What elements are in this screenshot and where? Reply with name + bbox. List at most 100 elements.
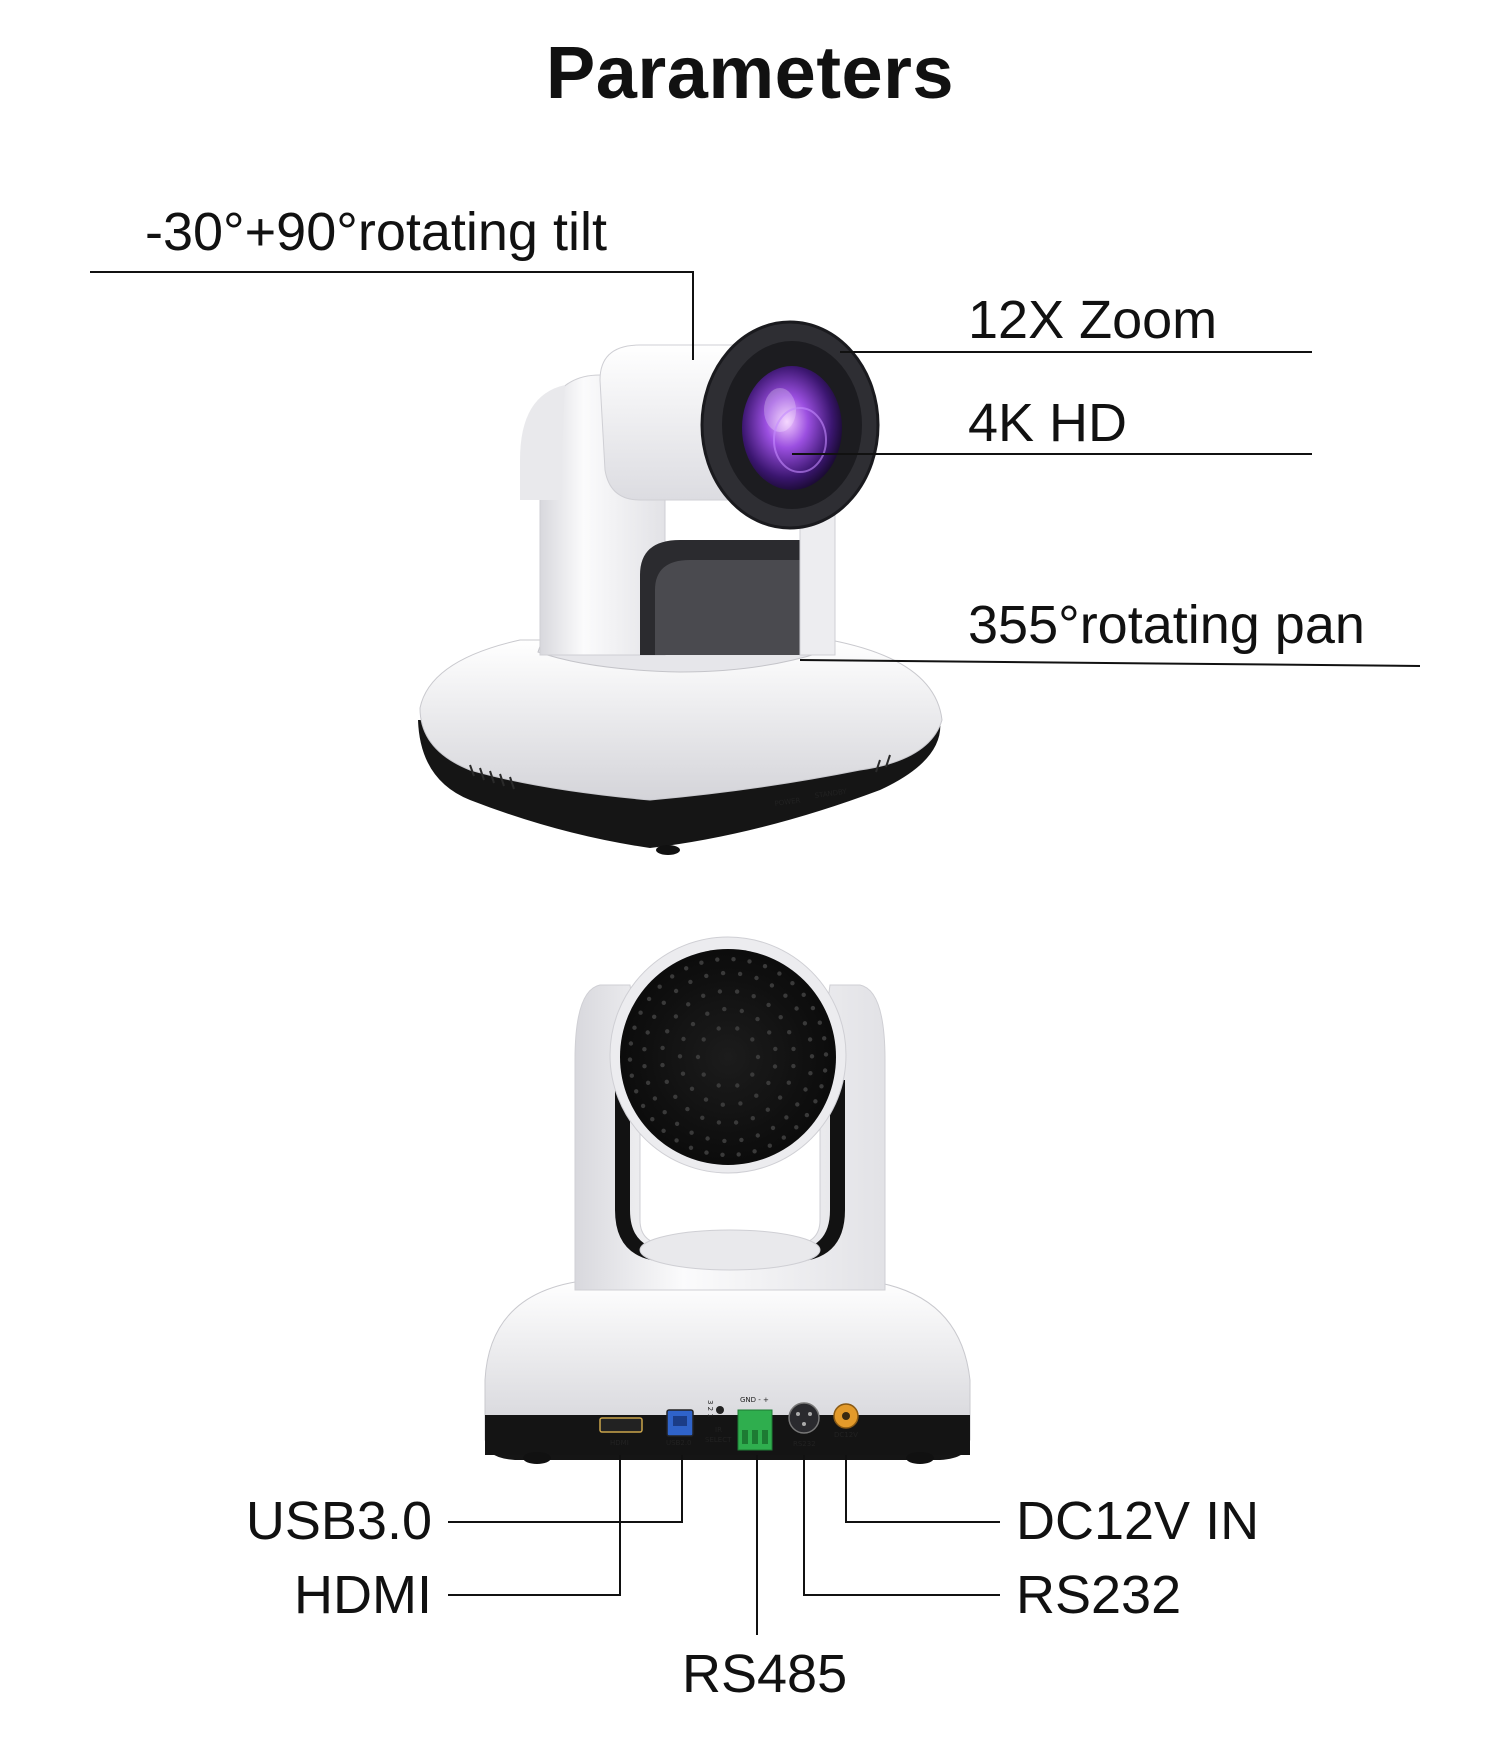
grille-dot — [810, 1005, 816, 1011]
hdmi-port-shape — [599, 1417, 643, 1433]
grille-dot — [794, 1125, 799, 1130]
grille-dot — [808, 1071, 813, 1076]
ir-label: IR — [715, 1426, 722, 1434]
grille-dot — [640, 1103, 646, 1109]
grille-dot — [674, 1138, 679, 1143]
grille-dot — [638, 1010, 643, 1015]
grille-dot — [750, 1116, 755, 1121]
rear-camera: HDMI USB2.0 3 2 1 IR SELECT GND - + RS23… — [484, 936, 971, 1464]
grille-dot — [731, 957, 736, 962]
usb-callout: USB3.0 — [245, 1491, 432, 1551]
grille-dot — [786, 1080, 791, 1085]
grille-dot — [704, 1150, 709, 1155]
grille-dot — [747, 959, 752, 964]
rs232-callout: RS232 — [1016, 1565, 1182, 1625]
rs232-port-label: RS232 — [793, 1440, 816, 1448]
grille-dot — [661, 1000, 666, 1005]
usb-port-label: USB2.0 — [666, 1439, 692, 1447]
grille-dot — [752, 1149, 757, 1154]
rear-leader-lines — [448, 1455, 1000, 1635]
grille-dot — [646, 996, 652, 1002]
lens-glass — [742, 366, 842, 490]
grille-dot — [791, 1046, 796, 1052]
grille-dot — [769, 983, 775, 988]
grille-dot — [802, 1021, 808, 1026]
grille-dot — [652, 1096, 658, 1101]
grille-dot — [735, 1026, 740, 1031]
grille-dot — [652, 1014, 657, 1019]
front-leader-lines — [90, 271, 1421, 667]
grille-dot — [642, 1064, 647, 1069]
grille-dot — [628, 1041, 634, 1046]
grille-dot — [755, 1016, 760, 1022]
grille-dot — [794, 1006, 799, 1011]
grille-dot — [739, 1137, 744, 1143]
grille-dot — [734, 989, 740, 994]
grille-dot — [750, 1037, 755, 1042]
grille-dot — [807, 1037, 813, 1042]
grille-dot — [766, 1080, 771, 1086]
grille-dot — [686, 1002, 691, 1007]
grille-dot — [629, 1073, 634, 1078]
grille-dot — [716, 1083, 721, 1088]
grille-dot — [699, 960, 704, 965]
page-title: Parameters — [545, 31, 955, 114]
dc-port-label: DC12V — [834, 1431, 858, 1439]
grille-dot — [695, 1054, 701, 1060]
grille-dot — [767, 1030, 772, 1035]
ir-digits: 3 2 1 — [706, 1400, 714, 1418]
grille-dot — [670, 974, 675, 979]
grille-dot — [681, 1036, 686, 1042]
zoom-callout: 12X Zoom — [968, 290, 1218, 350]
grille-dot — [703, 1097, 709, 1102]
grille-dot — [809, 1054, 815, 1059]
grille-dot — [664, 1079, 669, 1085]
ir-select-label: SELECT — [705, 1436, 732, 1444]
grille-dot — [705, 1136, 710, 1141]
grille-dot — [754, 975, 759, 981]
grille-dot — [754, 1093, 759, 1098]
grille-dot — [662, 1110, 667, 1115]
rs232-port-shape — [788, 1402, 820, 1434]
power-label: POWER — [774, 796, 801, 808]
grille-dot — [660, 1045, 665, 1051]
grille-dot — [803, 1087, 808, 1092]
grille-dot — [720, 1152, 725, 1158]
grille-dot — [715, 957, 720, 962]
grille-dot — [684, 966, 689, 971]
grille-dot — [762, 964, 768, 969]
grille-dot — [801, 992, 806, 997]
grille-dot — [673, 1094, 678, 1100]
grille-dot — [737, 971, 743, 977]
grille-dot — [688, 979, 693, 985]
grille-dot — [733, 1120, 739, 1125]
rs485-callout: RS485 — [682, 1644, 848, 1704]
grille-dot — [700, 1115, 705, 1121]
grille-dot — [677, 1054, 683, 1059]
grille-dot — [735, 1083, 740, 1088]
grille-dot — [642, 1047, 647, 1052]
grille-dot — [660, 1062, 665, 1068]
grille-dot — [784, 1115, 789, 1120]
grille-dot — [770, 1125, 776, 1131]
grille-dot — [632, 1025, 637, 1030]
front-camera: POWER STANDBY — [418, 320, 943, 855]
grille-dot — [717, 989, 723, 994]
grille-dot — [791, 1063, 796, 1069]
grille-dot — [822, 1036, 827, 1041]
grille-dot — [680, 1071, 686, 1076]
grille-dot — [772, 1064, 778, 1069]
grille-dot — [689, 1086, 695, 1092]
grille-dot — [701, 1037, 706, 1042]
grille-dot — [738, 1101, 743, 1106]
grille-dot — [634, 1089, 639, 1094]
hdmi-port-label: HDMI — [610, 1439, 629, 1447]
grille-dot — [690, 1021, 696, 1027]
grille-dot — [720, 970, 726, 976]
grille-dot — [701, 993, 706, 998]
grille-dot — [685, 1106, 690, 1112]
grille-dot — [645, 1080, 651, 1086]
grille-dot — [781, 1135, 786, 1140]
grille-dot — [804, 1112, 810, 1118]
